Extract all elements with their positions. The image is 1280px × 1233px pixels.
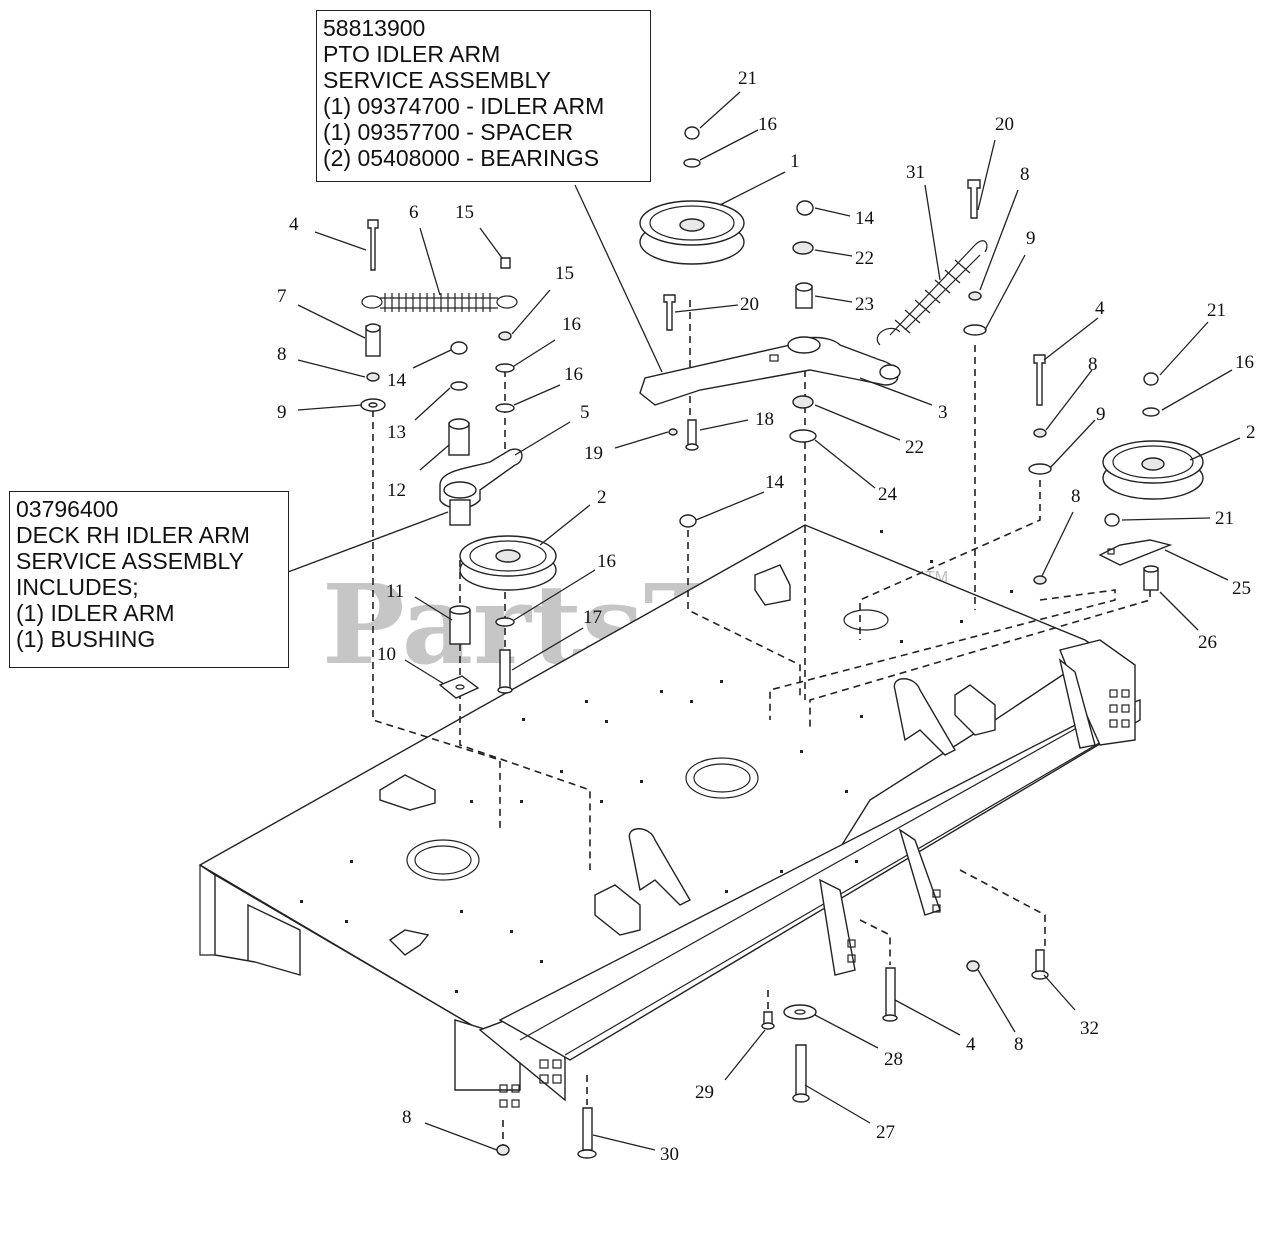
- callout-label: 4: [966, 1034, 976, 1055]
- assembly-line: (1) 09357700 - SPACER: [323, 119, 574, 145]
- callout-label: 8: [1020, 164, 1030, 185]
- callout-label: 21: [738, 68, 757, 89]
- callout-label: 15: [455, 202, 474, 223]
- callout-label: 8: [1088, 354, 1098, 375]
- callout-label: 24: [878, 484, 898, 505]
- callout-label: 8: [277, 344, 287, 365]
- callout-label: 19: [584, 443, 603, 464]
- callout-label: 11: [386, 581, 404, 602]
- assembly-line: 58813900: [323, 15, 426, 41]
- callout-label: 2: [597, 487, 607, 508]
- callout-label: 26: [1198, 632, 1217, 653]
- callout-label: 16: [1235, 352, 1254, 373]
- assembly-line: INCLUDES;: [16, 574, 139, 600]
- callout-label: 14: [765, 472, 785, 493]
- callout-label: 13: [387, 422, 406, 443]
- callout-label: 4: [1095, 298, 1105, 319]
- underside-hardware: [496, 949, 1049, 1159]
- right-stack: [876, 179, 1204, 591]
- callout-label: 28: [884, 1049, 903, 1070]
- callout-label: 30: [660, 1144, 679, 1165]
- callout-label: 8: [402, 1107, 412, 1128]
- callout-label: 25: [1232, 578, 1251, 599]
- callout-label: 8: [1071, 486, 1081, 507]
- leader-lines: [287, 91, 1241, 1151]
- callout-label: 16: [562, 314, 581, 335]
- callout-label: 9: [277, 402, 287, 423]
- callout-label: 21: [1215, 508, 1234, 529]
- callout-label: 5: [580, 402, 590, 423]
- callout-label: 16: [564, 364, 583, 385]
- assembly-line: (1) BUSHING: [16, 626, 156, 652]
- callout-label: 20: [740, 294, 759, 315]
- callout-label: 14: [855, 208, 875, 229]
- callout-label: 8: [1014, 1034, 1024, 1055]
- deck-holes: [300, 530, 1013, 993]
- rh-idler-arm-assembly-box: 03796400 DECK RH IDLER ARM SERVICE ASSEM…: [9, 491, 289, 668]
- callout-label: 1: [790, 151, 800, 172]
- assembly-line: (2) 05408000 - BEARINGS: [323, 145, 600, 171]
- callout-label: 9: [1026, 228, 1036, 249]
- callout-label: 10: [377, 644, 396, 665]
- assembly-line: 03796400: [16, 496, 119, 522]
- assembly-line: DECK RH IDLER ARM: [16, 522, 250, 548]
- pto-idler-stack: [639, 126, 901, 528]
- callout-label: 4: [289, 214, 299, 235]
- assembly-line: PTO IDLER ARM: [323, 41, 501, 67]
- callout-label: 12: [387, 480, 406, 501]
- callout-label: 16: [758, 114, 777, 135]
- callout-label: 29: [695, 1082, 714, 1103]
- callout-label: 16: [597, 551, 616, 572]
- callout-label: 7: [277, 286, 287, 307]
- callout-label: 17: [583, 607, 602, 628]
- callout-label: 27: [876, 1122, 895, 1143]
- callout-label: 21: [1207, 300, 1226, 321]
- callout-label: 2: [1246, 422, 1256, 443]
- callout-label: 20: [995, 114, 1014, 135]
- mower-deck: [198, 524, 1141, 1108]
- callout-label: 15: [555, 263, 574, 284]
- callout-label: 22: [855, 248, 874, 269]
- assembly-lines: [372, 300, 1151, 1145]
- callout-labels: 21 16 1 14 22 23 20 3 22 24 18 19 20 31 …: [277, 68, 1256, 1165]
- assembly-line: (1) 09374700 - IDLER ARM: [323, 93, 605, 119]
- callout-label: 6: [409, 202, 419, 223]
- callout-label: 3: [938, 402, 948, 423]
- callout-label: 32: [1080, 1018, 1099, 1039]
- rh-idler-stack: [360, 219, 557, 699]
- assembly-line: SERVICE ASSEMBLY: [323, 67, 551, 93]
- assembly-line: SERVICE ASSEMBLY: [16, 548, 244, 574]
- callout-label: 31: [906, 162, 925, 183]
- callout-label: 14: [387, 370, 407, 391]
- callout-label: 18: [755, 409, 774, 430]
- assembly-line: (1) IDLER ARM: [16, 600, 175, 626]
- pto-idler-arm-assembly-box: 58813900 PTO IDLER ARM SERVICE ASSEMBLY …: [316, 10, 651, 182]
- callout-label: 9: [1096, 404, 1106, 425]
- callout-label: 22: [905, 437, 924, 458]
- callout-label: 23: [855, 294, 874, 315]
